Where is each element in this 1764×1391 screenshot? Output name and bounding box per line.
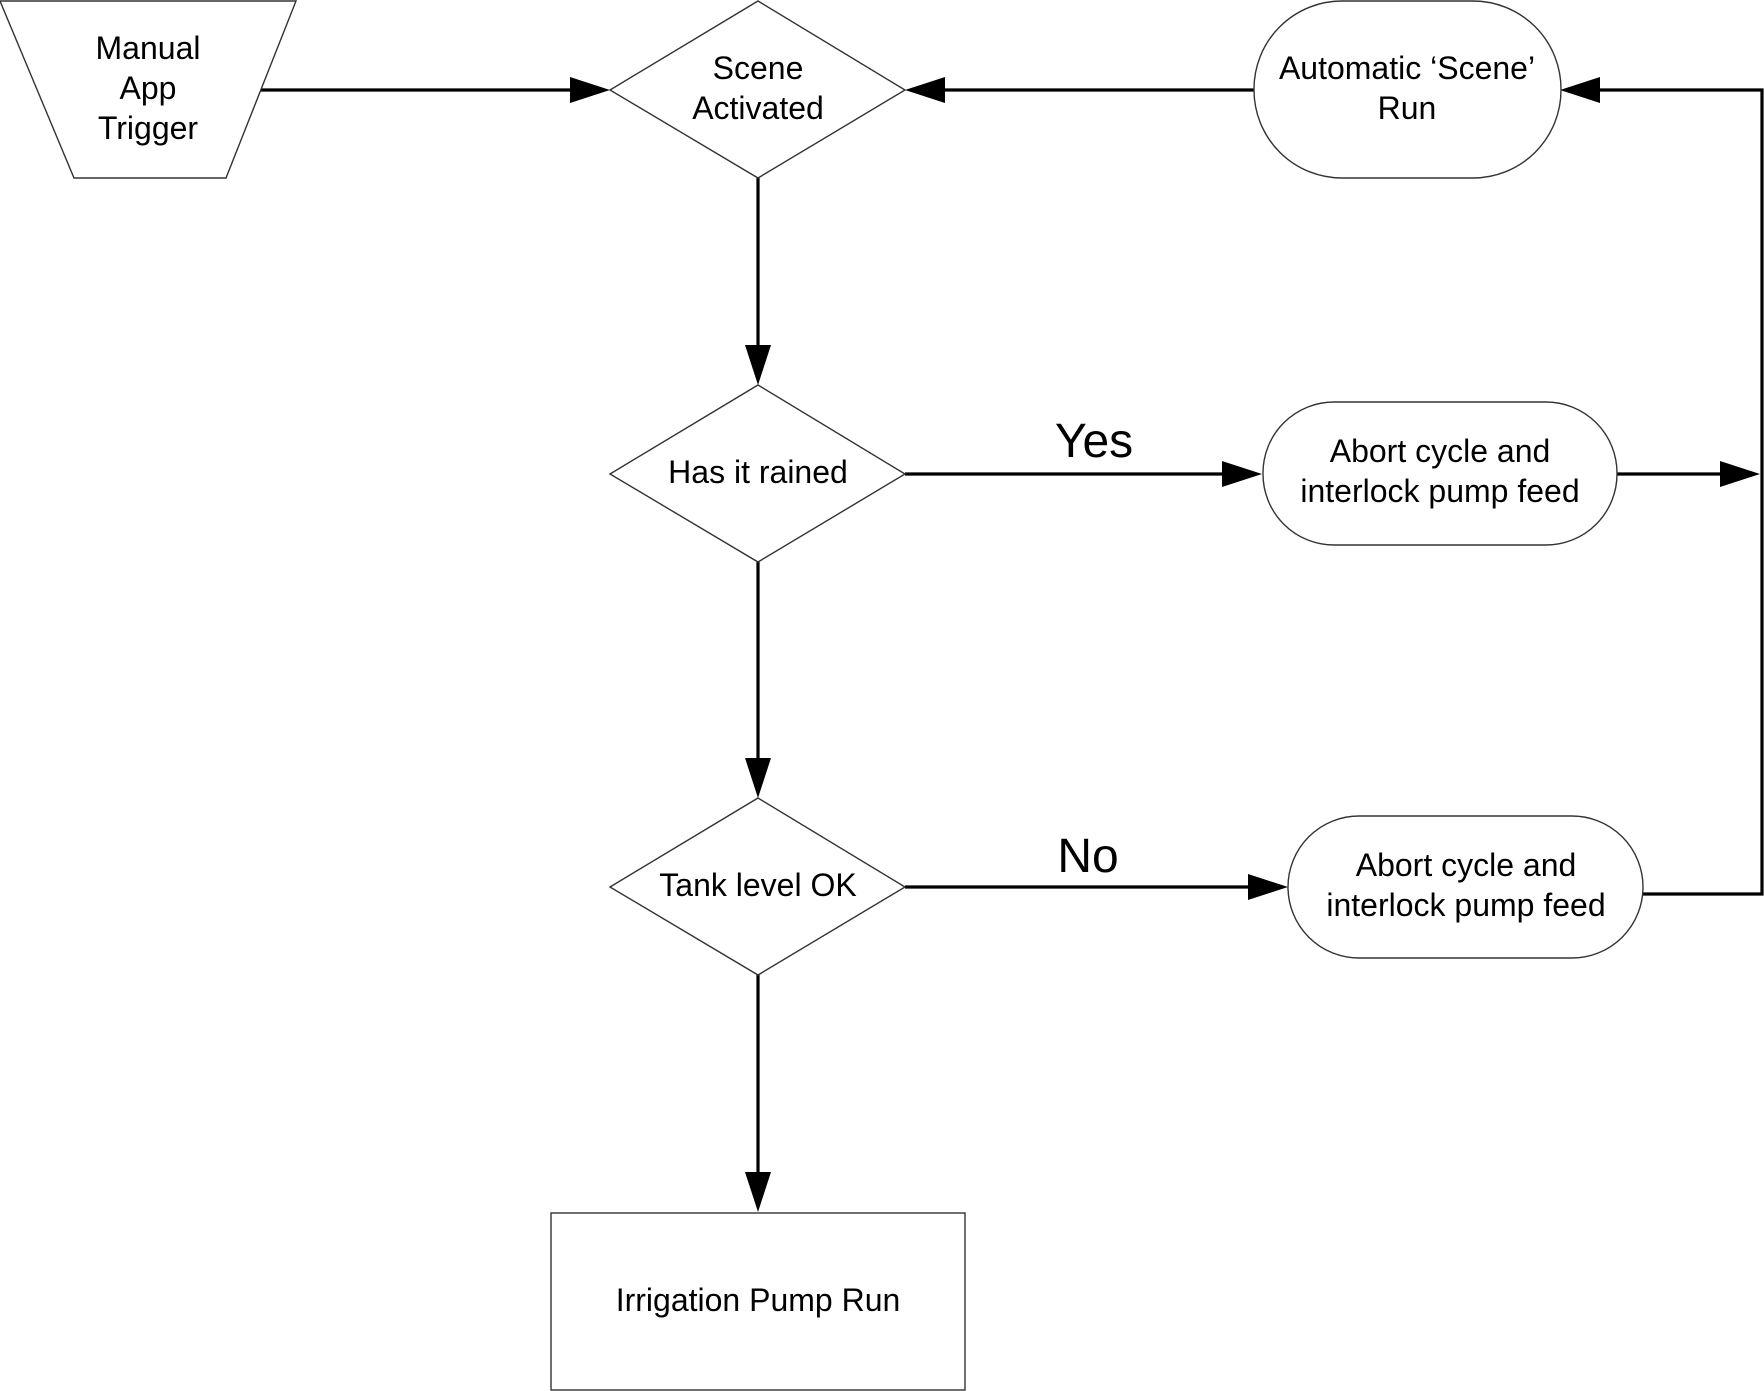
arrowhead-tank-no [1248, 874, 1288, 900]
node-abort-rained: Abort cycle and interlock pump feed [1262, 401, 1618, 546]
manual-trigger-label-2: App [120, 70, 177, 106]
pump-run-label: Irrigation Pump Run [616, 1282, 901, 1318]
tank-level-shape [608, 797, 907, 976]
pump-run-shape [550, 1212, 966, 1391]
abort-tank-label-1: Abort cycle and [1356, 847, 1577, 883]
arrowhead-rained-to-tank [745, 758, 771, 798]
scene-activated-label-2: Activated [692, 90, 824, 126]
abort-rained-shape [1262, 401, 1618, 546]
node-manual-app-trigger: Manual App Trigger [0, 0, 298, 179]
abort-rained-label-1: Abort cycle and [1330, 433, 1551, 469]
edge-label-no: No [1057, 830, 1118, 883]
arrowhead-abort-yes-to-return [1720, 461, 1760, 487]
tank-level-label: Tank level OK [659, 867, 856, 903]
abort-tank-label-2: interlock pump feed [1326, 887, 1605, 923]
edge-label-yes: Yes [1055, 415, 1133, 468]
manual-trigger-shape [0, 0, 298, 179]
manual-trigger-label-1: Manual [96, 30, 201, 66]
arrowhead-tank-to-pump [745, 1172, 771, 1212]
automatic-scene-label-2: Run [1378, 90, 1437, 126]
arrowhead-scene-to-rained [745, 345, 771, 385]
node-scene-activated: Scene Activated [608, 0, 907, 179]
has-it-rained-shape [608, 384, 907, 563]
scene-activated-shape [608, 0, 907, 179]
abort-rained-label-2: interlock pump feed [1300, 473, 1579, 509]
manual-trigger-label-3: Trigger [98, 110, 199, 146]
arrowhead-auto-to-scene [905, 77, 945, 103]
connectors [258, 77, 1764, 1212]
automatic-scene-shape [1253, 0, 1562, 179]
node-abort-tank: Abort cycle and interlock pump feed [1287, 815, 1644, 959]
has-it-rained-label: Has it rained [668, 454, 848, 490]
arrowhead-return-to-auto [1560, 77, 1600, 103]
node-has-it-rained: Has it rained [608, 384, 907, 563]
arrowhead-rained-yes [1222, 461, 1262, 487]
edge-abort-no-to-return [1600, 88, 1764, 896]
abort-tank-shape [1287, 815, 1644, 959]
node-tank-level-ok: Tank level OK [608, 797, 907, 976]
node-automatic-scene-run: Automatic ‘Scene’ Run [1253, 0, 1562, 179]
node-irrigation-pump-run: Irrigation Pump Run [550, 1212, 966, 1391]
arrowhead-manual-to-scene [570, 77, 610, 103]
automatic-scene-label-1: Automatic ‘Scene’ [1279, 50, 1535, 86]
scene-activated-label-1: Scene [713, 50, 804, 86]
